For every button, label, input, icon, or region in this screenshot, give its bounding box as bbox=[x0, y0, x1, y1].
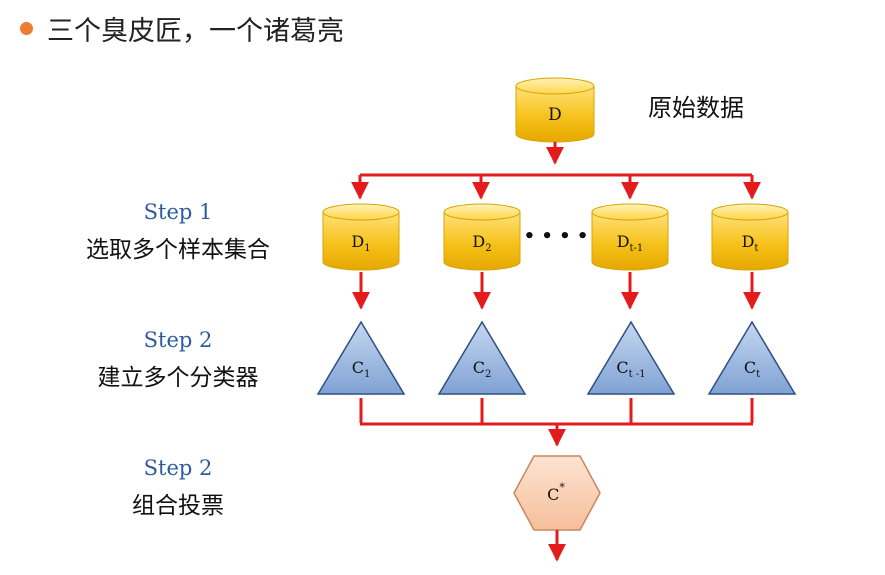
step-1-desc: 选取多个样本集合 bbox=[86, 237, 270, 263]
classifier-triangle-t-1: Ct -1 bbox=[586, 320, 676, 395]
step-3-desc: 组合投票 bbox=[132, 493, 224, 519]
sample-cylinder-1: D1 bbox=[322, 203, 400, 271]
classifier-triangle-1: C1 bbox=[316, 320, 406, 395]
classifier-triangle-t: Ct bbox=[707, 320, 797, 395]
combined-classifier-hexagon: C* bbox=[513, 455, 601, 531]
voting-arrows bbox=[359, 398, 754, 447]
bullet-heading: 三个臭皮匠，一个诸葛亮 bbox=[47, 15, 344, 47]
combined-label: C* bbox=[547, 481, 565, 504]
sample-cylinder-t-1: Dt-1 bbox=[591, 203, 669, 271]
classifier-triangle-2: C2 bbox=[437, 320, 527, 395]
classifier-2-label: C2 bbox=[473, 358, 492, 380]
step-1-label: Step 1 选取多个样本集合 bbox=[58, 200, 298, 264]
classifier-t-1-label: Ct -1 bbox=[616, 358, 645, 380]
sample-1-label: D1 bbox=[351, 232, 370, 254]
bullet-dot-icon bbox=[20, 21, 33, 35]
classifier-t-label: Ct bbox=[744, 358, 760, 380]
step-2-desc: 建立多个分类器 bbox=[97, 365, 259, 391]
sample-cylinder-2: D2 bbox=[443, 203, 521, 271]
training-arrows bbox=[352, 272, 761, 310]
sample-cylinder-t: Dt bbox=[711, 203, 789, 271]
distribution-arrows bbox=[351, 142, 761, 200]
source-label: D bbox=[548, 105, 562, 125]
classifier-1-label: C1 bbox=[352, 358, 371, 380]
source-cylinder: D bbox=[515, 77, 595, 143]
bullet-row: 三个臭皮匠，一个诸葛亮 bbox=[20, 8, 344, 48]
sample-t-1-label: Dt-1 bbox=[617, 232, 644, 254]
ellipsis-dots: • • • • bbox=[524, 226, 589, 247]
step-2-label: Step 2 建立多个分类器 bbox=[58, 328, 298, 392]
step-3-label: Step 2 组合投票 bbox=[58, 456, 298, 520]
step-2-title: Step 2 bbox=[143, 328, 213, 352]
sample-2-label: D2 bbox=[472, 232, 491, 254]
step-3-title: Step 2 bbox=[143, 456, 213, 480]
source-caption: 原始数据 bbox=[648, 94, 744, 122]
step-1-title: Step 1 bbox=[143, 200, 213, 224]
sample-t-label: Dt bbox=[742, 232, 759, 254]
